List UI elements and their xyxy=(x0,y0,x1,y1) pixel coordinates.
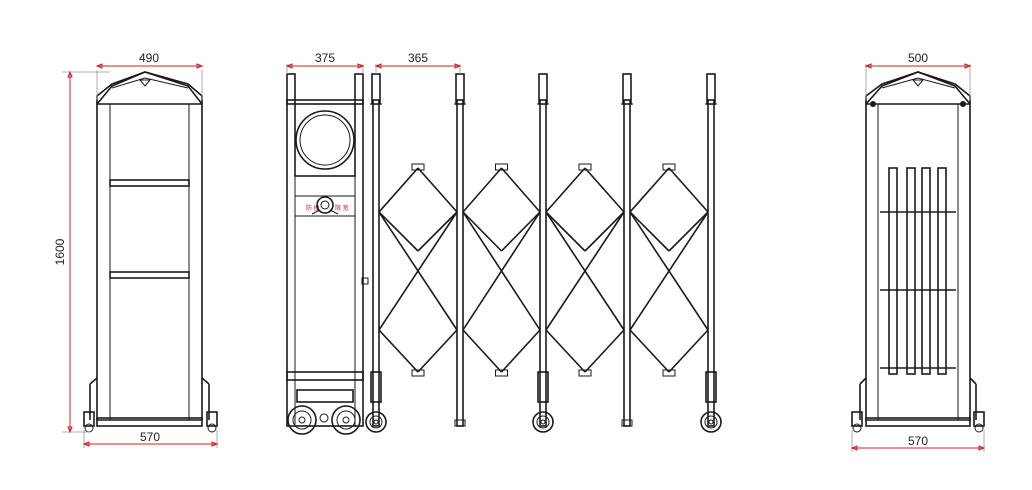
back-bolt-right xyxy=(960,101,966,107)
dim-label-head: 375 xyxy=(315,51,335,65)
label-panel-right-text: 限 宽 xyxy=(335,204,349,212)
front-frame-outer xyxy=(96,71,203,421)
dim-label-pitch: 365 xyxy=(408,51,428,65)
motor-panel xyxy=(294,103,356,177)
head-wheel-left xyxy=(287,405,317,435)
folded-post-2 xyxy=(906,167,916,375)
back-bolt-left xyxy=(870,101,876,107)
back-dimensions: 500 570 xyxy=(850,51,986,452)
post-wheel xyxy=(700,411,722,433)
folded-post-4 xyxy=(937,167,947,375)
scissor-links xyxy=(378,163,709,377)
head-post-cap-left xyxy=(286,73,296,105)
head-unit: 防 撞 限 宽 xyxy=(286,73,369,435)
gate-post-2 xyxy=(454,73,466,427)
dim-label-front-top: 490 xyxy=(139,51,159,65)
scissor-section-4 xyxy=(629,163,709,377)
scissor-section-1 xyxy=(378,163,458,377)
head-wheel-right xyxy=(331,405,361,435)
dim-label-front-base: 570 xyxy=(140,430,160,444)
dim-label-front-height: 1600 xyxy=(53,238,67,265)
front-base-flare xyxy=(89,377,210,420)
motor-circle-outer xyxy=(295,110,355,170)
scissor-section-3 xyxy=(545,163,625,377)
motor-circle-inner xyxy=(299,114,351,166)
dim-label-back-base: 570 xyxy=(908,434,928,448)
front-cap-inner xyxy=(111,77,189,89)
front-caster-right xyxy=(207,423,217,433)
gate-post-3 xyxy=(532,73,554,433)
back-frame-outer xyxy=(865,71,971,421)
dim-label-back-top: 500 xyxy=(908,51,928,65)
side-view: 防 撞 限 宽 xyxy=(286,73,722,435)
label-panel xyxy=(294,195,356,217)
key-switch-icon xyxy=(316,196,334,214)
post-wheel xyxy=(532,411,554,433)
gate-post-4 xyxy=(621,73,633,427)
gate-posts xyxy=(365,73,722,433)
front-wheel-left xyxy=(83,411,95,427)
front-cap-emblem xyxy=(138,79,152,87)
front-cap xyxy=(96,71,203,105)
front-crossbar-upper xyxy=(109,179,190,187)
gate-post-5 xyxy=(700,73,722,433)
folded-post-1 xyxy=(888,167,898,375)
back-cap xyxy=(865,71,971,105)
front-base-plate xyxy=(96,417,203,427)
front-view xyxy=(83,71,218,433)
side-dimensions: 375 365 xyxy=(285,51,462,74)
head-post-cap-right xyxy=(354,73,364,105)
front-crossbar-lower xyxy=(109,271,190,279)
key-switch-wings xyxy=(311,209,339,215)
front-dimensions: 490 1600 570 xyxy=(53,51,219,448)
front-frame-inner-posts xyxy=(109,104,190,420)
gate-post-1 xyxy=(365,73,387,433)
front-wheel-right xyxy=(206,411,218,427)
head-body xyxy=(286,99,364,427)
back-view xyxy=(851,71,985,433)
scissor-section-2 xyxy=(462,163,541,377)
folded-post-3 xyxy=(921,167,931,375)
label-panel-left-text: 防 撞 xyxy=(306,204,320,212)
post-wheel xyxy=(365,411,387,433)
